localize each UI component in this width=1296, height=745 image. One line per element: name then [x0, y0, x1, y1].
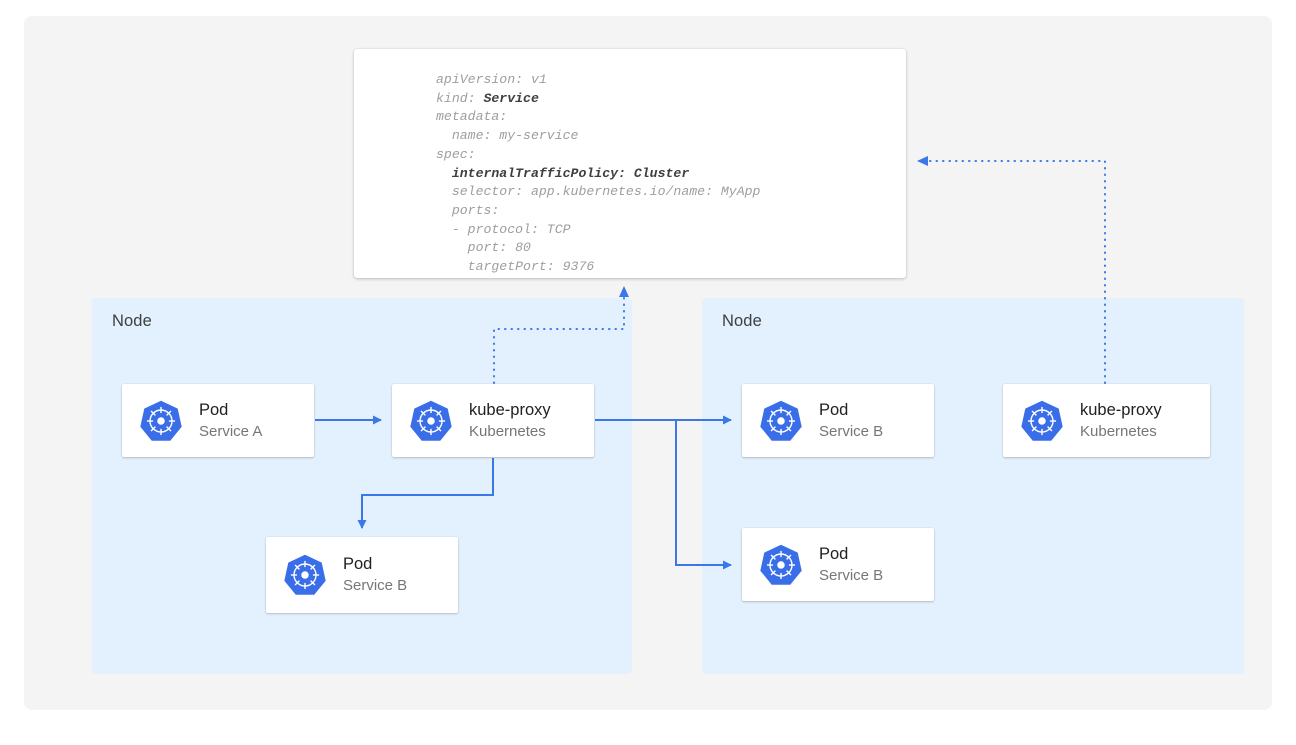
card-text: Pod Service A [199, 400, 262, 442]
card-title: kube-proxy [1080, 400, 1162, 419]
card-title: Pod [343, 555, 373, 573]
card-kube-proxy-right[interactable]: kube-proxy Kubernetes [1003, 384, 1210, 457]
node-container-right: Node [702, 298, 1244, 674]
card-subtitle: Service A [199, 422, 263, 440]
yaml-line-name: name: my-service [436, 128, 579, 144]
card-text: kube-proxy Kubernetes [1080, 400, 1162, 442]
service-manifest-card: apiVersion: v1 kind: Service metadata: n… [354, 49, 906, 278]
yaml-line-selector: selector: app.kubernetes.io/name: MyApp [436, 184, 761, 200]
card-title: kube-proxy [469, 400, 551, 419]
yaml-line-spec: spec: [436, 146, 476, 162]
card-text: Pod Service B [819, 544, 883, 586]
kubernetes-icon [1021, 400, 1063, 441]
kubernetes-icon [410, 400, 452, 441]
card-text: kube-proxy Kubernetes [469, 400, 551, 442]
service-manifest-code: apiVersion: v1 kind: Service metadata: n… [436, 71, 760, 277]
diagram-canvas: apiVersion: v1 kind: Service metadata: n… [24, 16, 1272, 710]
card-title: Pod [819, 400, 849, 419]
card-pod-service-b-left[interactable]: Pod Service B [266, 537, 458, 613]
yaml-line-internaltrafficpolicy: internalTrafficPolicy: Cluster [451, 165, 690, 181]
card-pod-service-b-right-top[interactable]: Pod Service B [742, 384, 934, 457]
card-subtitle: Kubernetes [469, 422, 546, 440]
card-pod-service-b-right-bottom[interactable]: Pod Service B [742, 528, 934, 601]
yaml-line-ports: ports: [436, 202, 500, 218]
card-subtitle: Service B [819, 566, 884, 584]
node-container-left: Node [92, 298, 632, 674]
kubernetes-icon [284, 554, 326, 595]
node-label-right: Node [722, 312, 762, 330]
kubernetes-icon [760, 400, 802, 441]
yaml-line-kind: kind: Service [436, 90, 539, 106]
card-subtitle: Service B [819, 422, 884, 440]
yaml-line-protocol: - protocol: TCP [436, 221, 571, 237]
card-text: Pod Service B [343, 554, 407, 596]
card-subtitle: Service B [343, 577, 408, 594]
card-text: Pod Service B [819, 400, 883, 442]
card-title: Pod [819, 544, 849, 563]
card-subtitle: Kubernetes [1080, 422, 1157, 440]
kubernetes-icon [760, 544, 802, 585]
kubernetes-icon [140, 400, 182, 441]
yaml-line-targetport: targetPort: 9376 [436, 259, 595, 275]
yaml-line-port: port: 80 [436, 240, 531, 256]
node-label-left: Node [112, 312, 152, 330]
yaml-line-metadata: metadata: [436, 109, 508, 125]
card-title: Pod [199, 400, 229, 419]
yaml-line-apiversion: apiVersion: v1 [436, 72, 547, 87]
card-kube-proxy-left[interactable]: kube-proxy Kubernetes [392, 384, 594, 457]
card-pod-service-a[interactable]: Pod Service A [122, 384, 314, 457]
